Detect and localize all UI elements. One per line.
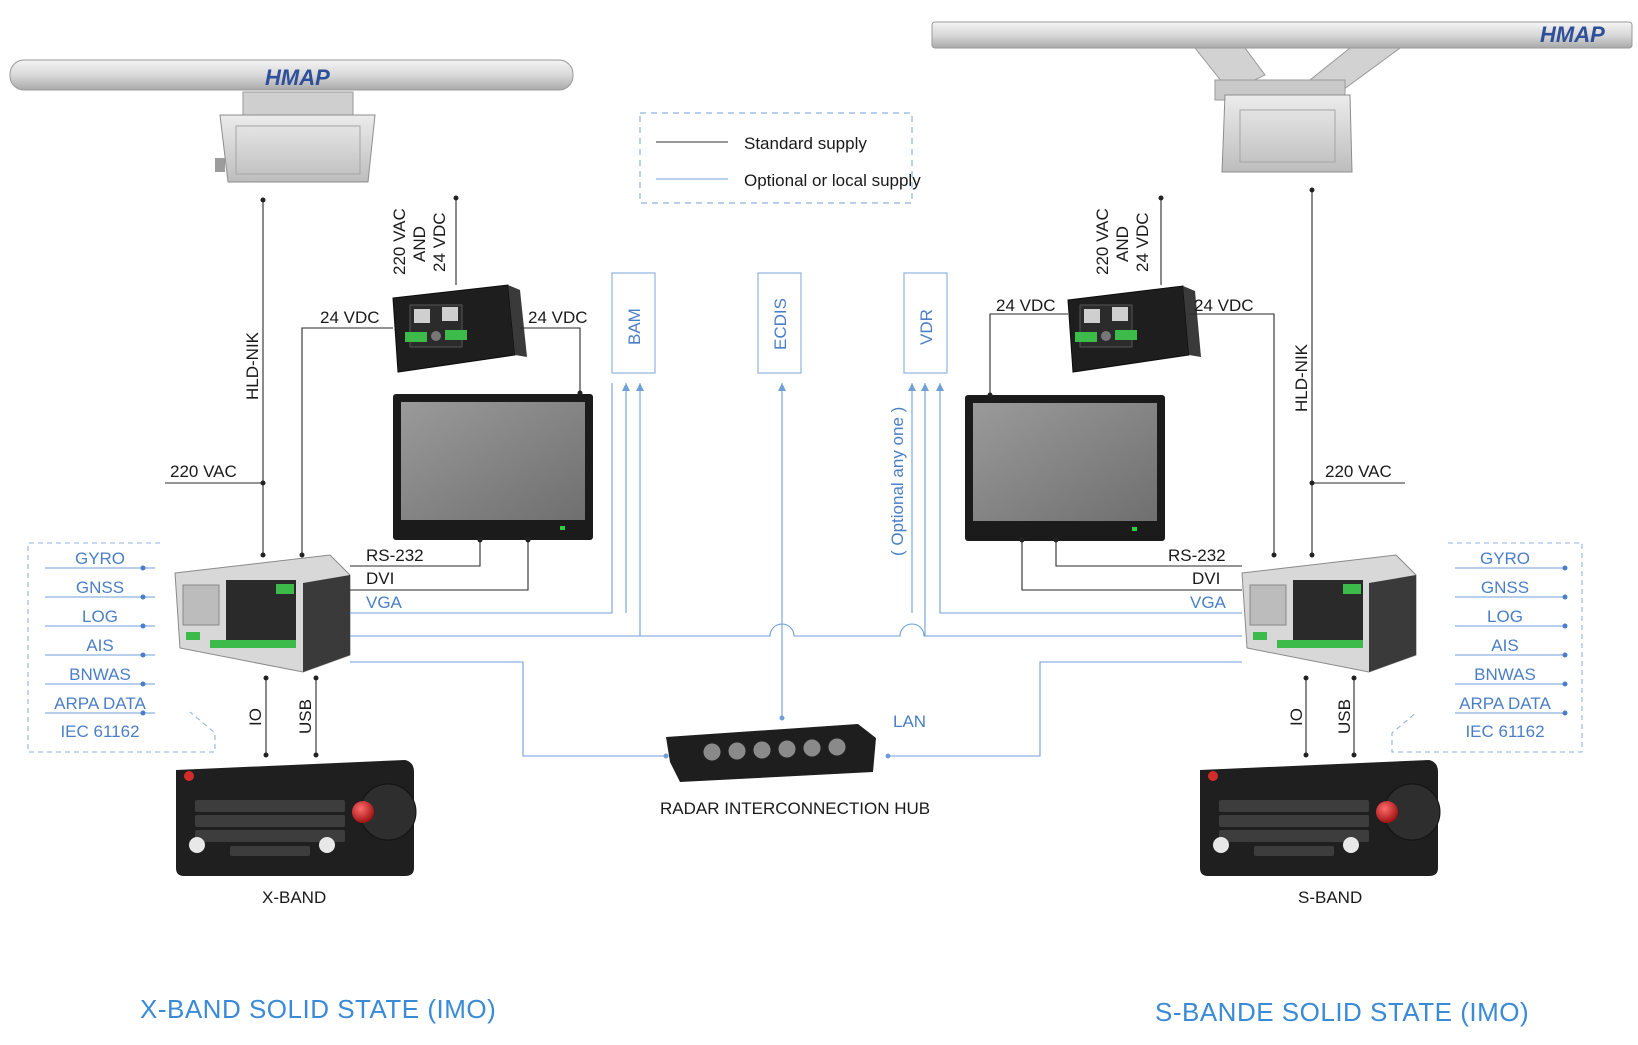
s-band-antenna: HMAP (931, 21, 1633, 173)
radar-interconnection-hub (666, 724, 876, 782)
x-band-power-input-line-3: 24 VDC (430, 212, 449, 272)
x-band-monitor (393, 394, 593, 540)
sensor-dot (140, 565, 146, 571)
sensor-ais-label: AIS (1491, 636, 1518, 655)
hub-lan-label: LAN (893, 712, 926, 731)
s-band-dvi: DVI (1192, 569, 1220, 588)
sensor-arpa-data-label: ARPA DATA (54, 694, 146, 713)
optional-note: ( Optional any one ) (888, 407, 907, 556)
legend-optional-label: Optional or local supply (744, 171, 921, 190)
x-band-usb: USB (296, 699, 315, 734)
s-band-psu-out-right: 24 VDC (1194, 296, 1254, 315)
s-band-processing-unit (1241, 554, 1417, 673)
antenna-brand-logo: HMAP (265, 65, 330, 90)
vdr-box (903, 272, 948, 374)
sensor-dot (1562, 623, 1568, 629)
sensor-standard-label: IEC 61162 (1465, 722, 1544, 741)
x-band-psu-out-left: 24 VDC (320, 308, 380, 327)
s-band-console-label: S-BAND (1298, 888, 1362, 907)
hub-label: RADAR INTERCONNECTION HUB (660, 799, 930, 818)
sensor-dot (140, 710, 146, 716)
vdr-label: VDR (917, 309, 936, 345)
x-band-rs232: RS-232 (366, 546, 424, 565)
sensor-dot (1562, 710, 1568, 716)
s-band-mains: 220 VAC (1325, 462, 1392, 481)
x-band-io: IO (246, 708, 265, 726)
s-band-power-input-line-2: AND (1113, 226, 1132, 262)
sensor-dot (1562, 565, 1568, 571)
s-band-power-input-line-1: 220 VAC (1093, 208, 1112, 275)
x-band-processing-unit (174, 554, 351, 673)
x-band-antenna: HMAP (9, 59, 574, 183)
optional-wiring (350, 383, 1242, 759)
sensor-bnwas-label: BNWAS (1474, 665, 1536, 684)
sensor-log-label: LOG (82, 607, 118, 626)
s-band-sensor-group: GYRO GNSS LOG AIS BNWAS ARPA DATA IEC 61162 (1391, 542, 1583, 753)
x-band-console-label: X-BAND (262, 888, 326, 907)
x-band-sensor-group: GYRO GNSS LOG AIS BNWAS ARPA DATA IEC 61162 (27, 542, 216, 753)
x-band-keyboard-console (176, 760, 417, 876)
sensor-dot (1562, 594, 1568, 600)
x-band-mains: 220 VAC (170, 462, 237, 481)
x-band-vga: VGA (366, 593, 403, 612)
x-band-title: X-BAND SOLID STATE (IMO) (140, 994, 496, 1024)
sensor-gyro-label: GYRO (75, 549, 125, 568)
sensor-bnwas-label: BNWAS (69, 665, 131, 684)
sensor-dot (1562, 681, 1568, 687)
s-band-rs232: RS-232 (1168, 546, 1226, 565)
sensor-arpa-data-label: ARPA DATA (1459, 694, 1551, 713)
sensor-dot (1562, 652, 1568, 658)
sensor-dot (140, 623, 146, 629)
x-band-power-supply (392, 284, 527, 373)
sensor-log-label: LOG (1487, 607, 1523, 626)
s-band-title: S-BANDE SOLID STATE (IMO) (1155, 997, 1529, 1027)
sensor-gnss-label: GNSS (76, 578, 124, 597)
s-band-io: IO (1287, 708, 1306, 726)
bam-label: BAM (625, 308, 644, 345)
x-band-antenna-cable: HLD-NIK (243, 331, 262, 400)
bam-box (611, 272, 656, 374)
s-band-vga: VGA (1190, 593, 1227, 612)
sensor-dot (140, 652, 146, 658)
sensor-dot (140, 594, 146, 600)
s-band-usb: USB (1335, 699, 1354, 734)
s-band-monitor (965, 395, 1165, 541)
s-band-power-supply (1067, 285, 1201, 373)
sensor-standard-label: IEC 61162 (60, 722, 139, 741)
x-band-power-input-line-2: AND (410, 226, 429, 262)
s-band-keyboard-console (1200, 760, 1441, 876)
x-band-power-input-line-1: 220 VAC (390, 208, 409, 275)
legend-standard-label: Standard supply (744, 134, 867, 153)
sensor-ais-label: AIS (86, 636, 113, 655)
standard-wiring (165, 187, 1405, 758)
sensor-gyro-label: GYRO (1480, 549, 1530, 568)
x-band-dvi: DVI (366, 569, 394, 588)
s-band-psu-out-left: 24 VDC (996, 296, 1056, 315)
antenna-brand-logo: HMAP (1540, 22, 1605, 47)
s-band-power-input-line-3: 24 VDC (1133, 212, 1152, 272)
sensor-gnss-label: GNSS (1481, 578, 1529, 597)
ecdis-label: ECDIS (771, 298, 790, 350)
s-band-antenna-cable: HLD-NIK (1292, 343, 1311, 412)
legend: Standard supply Optional or local supply (639, 112, 921, 204)
sensor-dot (140, 681, 146, 687)
ecdis-box (757, 272, 802, 374)
x-band-psu-out-right: 24 VDC (528, 308, 588, 327)
